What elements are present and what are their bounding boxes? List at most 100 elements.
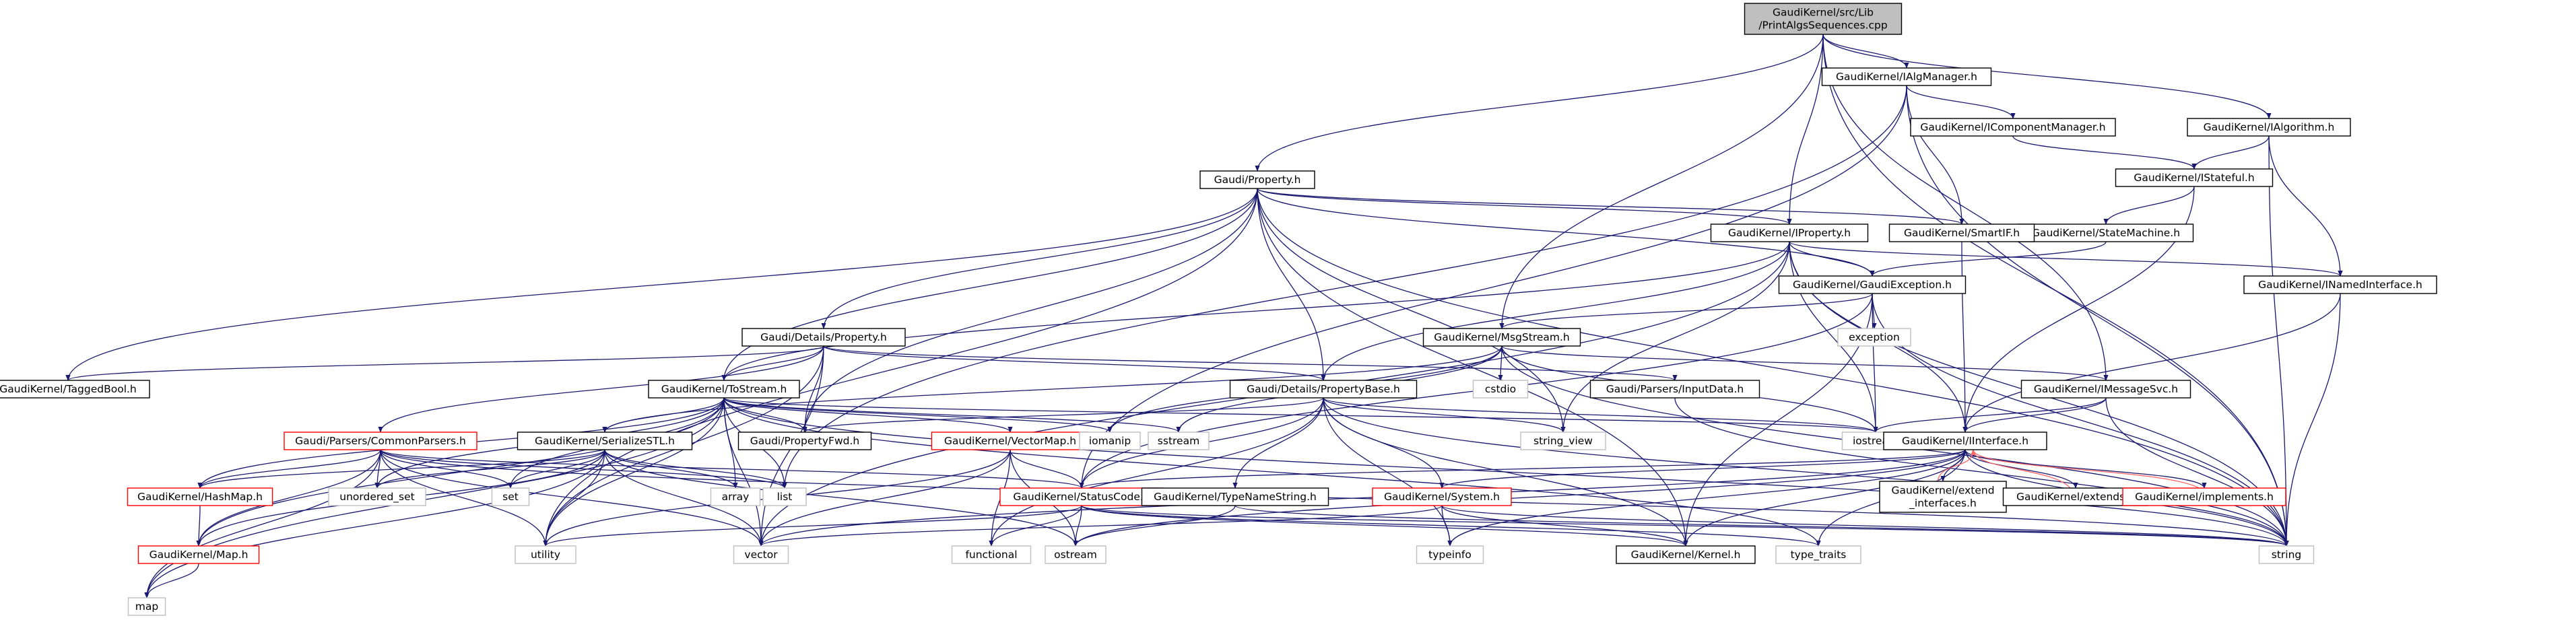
node-label: list (777, 491, 793, 503)
node-ialgorithm[interactable]: GaudiKernel/IAlgorithm.h (2187, 118, 2351, 137)
edge-line (380, 449, 513, 489)
edge-tostream-to-vector (723, 397, 764, 547)
node-msgstream[interactable]: GaudiKernel/MsgStream.h (1422, 328, 1581, 347)
edge-parsers-to-string (380, 449, 2289, 547)
edge-line (1010, 449, 1084, 489)
edge-root-to-ialgmgr (1822, 34, 1909, 69)
edge-line (197, 449, 605, 489)
edge-system-to-string (1441, 505, 2289, 547)
node-iinterface[interactable]: GaudiKernel/IInterface.h (1883, 432, 2047, 450)
node-box (648, 380, 800, 399)
node-label: /PrintAlgsSequences.cpp (1758, 20, 1887, 32)
node-box (1744, 3, 1903, 35)
edge-line (1499, 293, 1873, 329)
edge-line (380, 449, 764, 547)
edge-statuscode-to-utility (543, 505, 1082, 547)
node-propbase[interactable]: Gaudi/Details/PropertyBase.h (1229, 380, 1418, 399)
edge-line (197, 449, 381, 489)
edge-parsers-to-hashmap (197, 449, 381, 489)
node-iproperty[interactable]: GaudiKernel/IProperty.h (1710, 223, 1869, 242)
node-imsgsvc[interactable]: GaudiKernel/IMessageSvc.h (2020, 380, 2191, 399)
edge-iinterface-to-typeinfo (1447, 449, 1966, 547)
node-tostream[interactable]: GaudiKernel/ToStream.h (648, 380, 800, 399)
edge-serialize-to-ostream (604, 449, 1078, 547)
edge-iproperty-to-iostream (1789, 241, 1878, 433)
node-label: GaudiKernel/SmartIF.h (1904, 227, 2020, 239)
edge-iinterface-to-extends (1964, 449, 2078, 489)
node-map_h[interactable]: GaudiKernel/Map.h (137, 545, 260, 564)
node-smartif[interactable]: GaudiKernel/SmartIF.h (1888, 223, 2035, 242)
edge-iproperty-to-inamed (1789, 241, 2343, 277)
node-typenamestr[interactable]: GaudiKernel/TypeNameString.h (1141, 487, 1329, 506)
node-statemachine[interactable]: GaudiKernel/StateMachine.h (2018, 223, 2194, 242)
node-box (1910, 118, 2116, 137)
node-inamed[interactable]: GaudiKernel/INamedInterface.h (2243, 275, 2437, 294)
node-label: array (722, 491, 750, 503)
edge-ialgmgr-to-icompmgr (1906, 85, 2016, 119)
node-label: GaudiKernel/TaggedBool.h (0, 383, 137, 395)
node-propfwd[interactable]: Gaudi/PropertyFwd.h (737, 432, 872, 450)
edge-line (144, 563, 199, 598)
node-implements[interactable]: GaudiKernel/implements.h (2122, 487, 2286, 506)
node-box (2243, 275, 2437, 294)
edge-line (782, 85, 1907, 489)
edge-line (1964, 449, 2078, 489)
edge-tostream-to-serialize (602, 397, 725, 433)
node-detprop[interactable]: Gaudi/Details/Property.h (741, 328, 906, 347)
edge-line (1257, 188, 1792, 225)
node-string: string (2258, 545, 2315, 564)
edge-line (65, 345, 824, 381)
edge-line (723, 397, 1821, 547)
edge-root-to-imsgsvc (1822, 34, 2109, 381)
edge-line (1081, 505, 1688, 547)
node-label: Gaudi/PropertyFwd.h (750, 435, 859, 447)
node-icompmgr[interactable]: GaudiKernel/IComponentManager.h (1910, 118, 2116, 137)
edge-line (2012, 135, 2197, 170)
edge-line (1447, 449, 1966, 547)
edge-line (2105, 397, 2289, 547)
node-kernel[interactable]: GaudiKernel/Kernel.h (1616, 545, 1756, 564)
edge-implements-to-iinterface (1971, 449, 2200, 489)
node-box (2020, 380, 2191, 399)
node-box (1589, 380, 1760, 399)
edge-imsgsvc-to-iostream (1873, 397, 2107, 433)
edge-gaudiexc-to-iostream (1872, 293, 1878, 433)
edge-line (1971, 449, 2200, 489)
edge-line (1674, 397, 2289, 547)
edge-system-to-typeinfo (1441, 505, 1453, 547)
node-gaudiexc[interactable]: GaudiKernel/GaudiException.h (1778, 275, 1967, 294)
edge-serialize-to-vector (604, 449, 764, 547)
edge-line (1872, 293, 1878, 433)
edge-line (380, 449, 787, 489)
node-ialgmgr[interactable]: GaudiKernel/IAlgManager.h (1821, 67, 1992, 86)
edge-line (723, 397, 764, 547)
node-inputdata[interactable]: Gaudi/Parsers/InputData.h (1589, 380, 1760, 399)
edge-line (1822, 34, 2109, 381)
node-label: GaudiKernel/StateMachine.h (2032, 227, 2180, 239)
node-hashmap[interactable]: GaudiKernel/HashMap.h (127, 487, 273, 506)
edge-vectormap-to-vector (758, 449, 1011, 547)
node-taggedbool[interactable]: GaudiKernel/TaggedBool.h (0, 380, 150, 399)
node-parsers[interactable]: Gaudi/Parsers/CommonParsers.h (284, 432, 477, 450)
edge-line (1789, 241, 1875, 277)
node-label: unordered_set (339, 491, 414, 504)
edge-line (144, 449, 605, 598)
node-label: Gaudi/Parsers/CommonParsers.h (295, 435, 466, 447)
edge-line (723, 397, 1878, 433)
node-vectormap[interactable]: GaudiKernel/VectorMap.h (931, 432, 1090, 450)
node-functional: functional (951, 545, 1032, 564)
edge-inamed-to-iinterface (1962, 293, 2341, 433)
edge-line (543, 449, 605, 547)
node-box (1821, 67, 1992, 86)
node-statuscode[interactable]: GaudiKernel/StatusCode.h (999, 487, 1164, 506)
node-extendif[interactable]: GaudiKernel/extend_interfaces.h (1879, 481, 2007, 513)
edge-line (1234, 505, 2289, 547)
node-label: GaudiKernel/System.h (1384, 491, 1500, 503)
edge-iproperty-to-string_view (1560, 241, 1790, 433)
node-label: GaudiKernel/Map.h (150, 549, 249, 561)
node-serialize[interactable]: GaudiKernel/SerializeSTL.h (517, 432, 693, 450)
node-label: GaudiKernel/IStateful.h (2134, 172, 2254, 184)
node-istateful[interactable]: GaudiKernel/IStateful.h (2115, 168, 2274, 187)
node-system[interactable]: GaudiKernel/System.h (1372, 487, 1512, 506)
node-property[interactable]: Gaudi/Property.h (1199, 170, 1315, 189)
